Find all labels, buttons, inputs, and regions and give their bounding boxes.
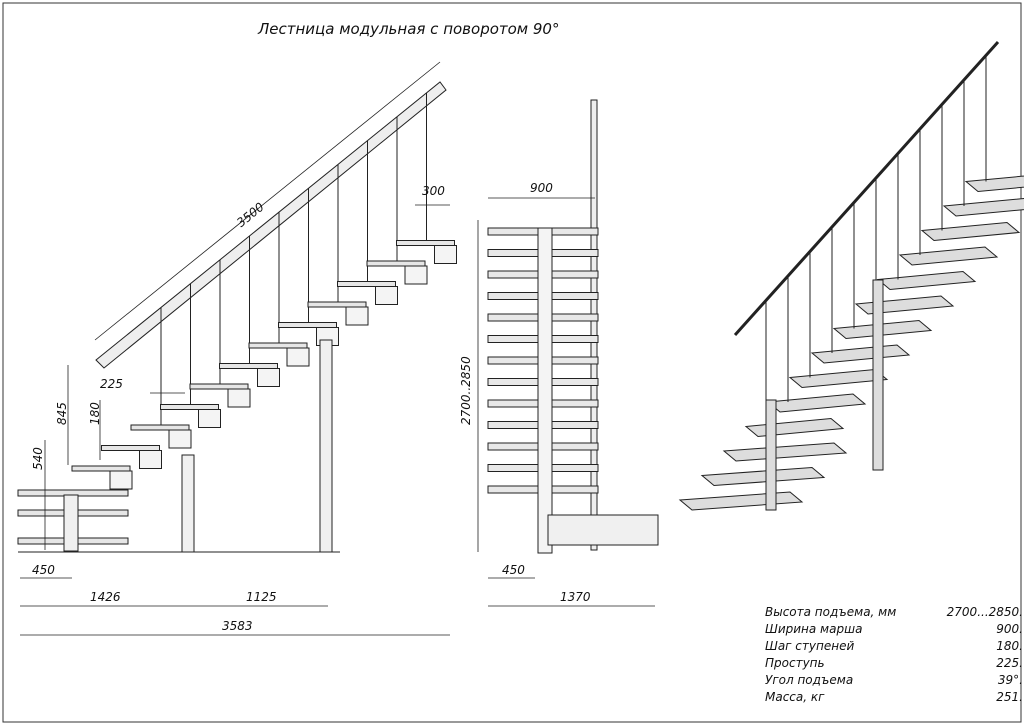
spec-table: Высота подъема, мм 2700...2850. Ширина ма… — [765, 604, 1023, 706]
front-landing — [547, 514, 659, 546]
step-module — [375, 286, 398, 305]
spec-label: Ширина марша — [765, 622, 863, 636]
dim-450-front: 450 — [502, 563, 525, 577]
step-module — [227, 388, 251, 408]
step-tread — [130, 424, 190, 431]
step-module — [198, 409, 221, 428]
dim-540: 540 — [31, 447, 45, 470]
dim-1125: 1125 — [246, 590, 277, 604]
spec-row: Проступь 225. — [765, 655, 1023, 672]
spec-value: 39°. — [997, 673, 1023, 687]
front-handrail-post — [590, 99, 598, 551]
front-view — [487, 99, 659, 554]
spec-value: 251. — [996, 690, 1023, 704]
iso-step — [678, 491, 804, 511]
dimension-lines — [20, 61, 655, 636]
step-tread — [101, 445, 160, 451]
step-tread — [366, 260, 426, 267]
step-tread — [278, 322, 337, 328]
dim-180: 180 — [88, 402, 102, 425]
iso-step — [744, 417, 845, 438]
spec-value: 2700...2850. — [946, 605, 1023, 619]
iso-handrail — [733, 40, 1000, 337]
iso-step — [964, 175, 1024, 193]
step-tread — [337, 281, 396, 287]
step-module — [109, 470, 133, 490]
step-tread — [248, 342, 308, 349]
dim-3583: 3583 — [222, 619, 253, 633]
drawing-title: Лестница модульная с поворотом 90° — [258, 20, 560, 38]
spec-label: Масса, кг — [765, 690, 825, 704]
step-module — [345, 306, 369, 326]
iso-step — [810, 344, 911, 364]
dim-225: 225 — [100, 377, 123, 391]
dimension-line — [94, 61, 441, 341]
step-module — [168, 429, 192, 449]
spec-label: Шаг ступеней — [765, 639, 855, 653]
spec-row: Угол подъема 39°. — [765, 672, 1023, 689]
step-module — [434, 245, 457, 264]
dim-1426: 1426 — [90, 590, 121, 604]
landing-post — [63, 494, 79, 552]
spec-row: Высота подъема, мм 2700...2850. — [765, 604, 1023, 621]
spec-value: 225. — [996, 656, 1023, 670]
dim-450-left: 450 — [32, 563, 55, 577]
step-tread — [307, 301, 367, 308]
step-module — [257, 368, 280, 387]
iso-step — [920, 221, 1021, 242]
front-stringer — [537, 227, 553, 554]
step-module — [139, 450, 162, 469]
iso-support — [872, 279, 884, 471]
spec-value: 900. — [996, 622, 1023, 636]
spec-value: 180. — [996, 639, 1023, 653]
support-post — [319, 339, 333, 553]
side-view — [17, 81, 457, 553]
dim-2700-2850: 2700..2850 — [459, 356, 473, 425]
spec-label: Угол подъема — [765, 673, 854, 687]
dim-1370: 1370 — [560, 590, 591, 604]
iso-step — [766, 393, 867, 413]
spec-label: Проступь — [765, 656, 825, 670]
iso-step — [854, 295, 955, 315]
spec-row: Шаг ступеней 180. — [765, 638, 1023, 655]
step-tread — [189, 383, 249, 390]
step-module — [404, 265, 428, 285]
dim-900: 900 — [530, 181, 553, 195]
step-module — [286, 347, 310, 367]
iso-step — [942, 197, 1024, 217]
step-tread — [160, 404, 219, 410]
step-tread — [396, 240, 455, 246]
dim-300: 300 — [422, 184, 445, 198]
iso-step — [876, 270, 977, 291]
spec-row: Масса, кг 251. — [765, 689, 1023, 706]
step-tread — [71, 465, 131, 472]
support-post — [181, 454, 195, 553]
spec-row: Ширина марша 900. — [765, 621, 1023, 638]
spec-label: Высота подъема, мм — [765, 605, 897, 619]
step-tread — [219, 363, 278, 369]
iso-step — [700, 466, 826, 487]
dim-845: 845 — [55, 402, 69, 425]
iso-step — [788, 368, 889, 389]
handrail — [95, 81, 447, 369]
iso-step — [898, 246, 999, 266]
isometric-view — [678, 40, 1024, 511]
iso-support — [765, 399, 777, 511]
iso-step — [722, 442, 848, 462]
